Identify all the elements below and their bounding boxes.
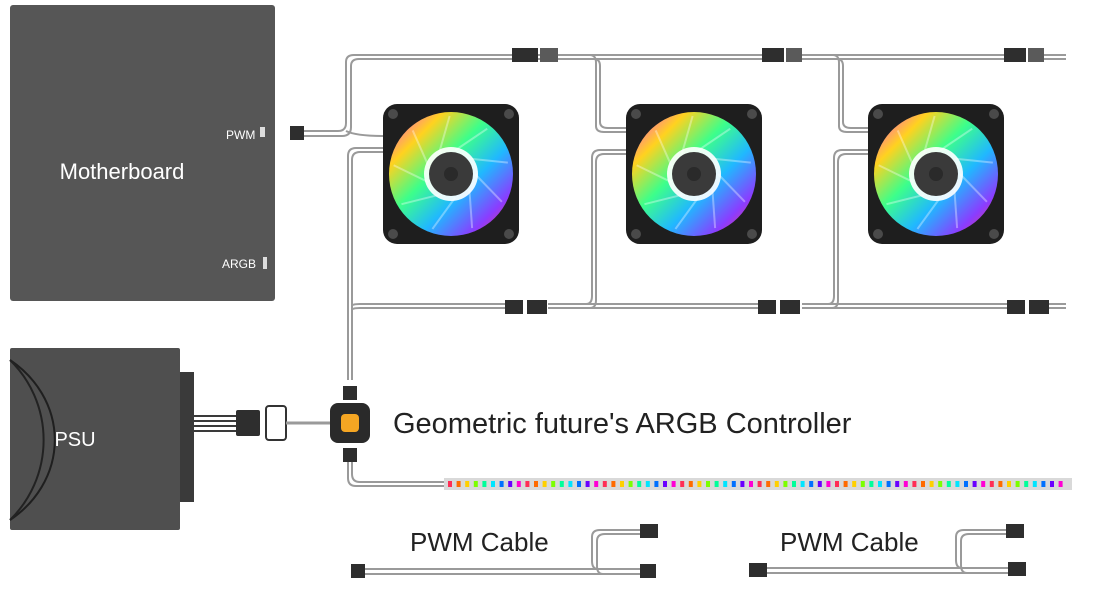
fan-2: [626, 104, 762, 244]
led-dot: [559, 481, 564, 487]
led-dot: [602, 481, 607, 487]
led-dot: [878, 481, 882, 487]
led-dot: [568, 481, 573, 487]
led-dot: [473, 481, 478, 487]
led-dot: [1050, 481, 1054, 487]
led-dot: [895, 481, 900, 487]
led-dot: [663, 481, 667, 487]
led-dot: [714, 481, 719, 487]
led-dot: [783, 481, 788, 487]
led-dot: [525, 481, 530, 487]
led-dot: [448, 481, 452, 487]
led-dot: [499, 481, 504, 487]
led-dot: [989, 481, 994, 487]
led-dot: [628, 481, 633, 487]
led-dot: [938, 481, 943, 487]
pwm-header: [260, 127, 265, 137]
led-dot: [766, 481, 771, 487]
led-dot: [1007, 481, 1011, 487]
pwm-cable-accessory-2: PWM Cable: [749, 524, 1026, 577]
led-dot: [817, 481, 822, 487]
led-dot: [800, 481, 805, 487]
led-dot: [826, 481, 831, 487]
led-dot: [594, 481, 599, 487]
led-dot: [542, 481, 547, 487]
motherboard-title: Motherboard: [60, 159, 185, 184]
led-dot: [860, 481, 865, 487]
led-dot: [482, 481, 487, 487]
psu-title: PSU: [54, 429, 95, 451]
fan-3: [868, 104, 1004, 244]
led-dot: [912, 481, 917, 487]
controller-caption: Geometric future's ARGB Controller: [393, 408, 852, 440]
motherboard: Motherboard PWM ARGB: [10, 5, 275, 301]
power-socket: [265, 405, 287, 441]
argb-port-label: ARGB: [222, 257, 256, 271]
argb-header: [263, 257, 267, 269]
led-dot: [809, 481, 814, 487]
led-dot: [998, 481, 1003, 487]
led-dot: [869, 481, 874, 487]
led-dot: [929, 481, 934, 487]
led-dot: [835, 481, 839, 487]
led-dot: [749, 481, 753, 487]
led-dot: [637, 481, 642, 487]
led-dot: [1024, 481, 1029, 487]
led-dot: [671, 481, 676, 487]
led-dot: [706, 481, 710, 487]
led-dot: [972, 481, 977, 487]
psu-power-cable: [194, 415, 236, 432]
led-dot: [1015, 481, 1020, 487]
led-dot: [577, 481, 581, 487]
led-dot: [757, 481, 762, 487]
led-dot: [1032, 481, 1037, 487]
led-dot: [981, 481, 986, 487]
cable-network: [303, 54, 1066, 487]
led-dot: [680, 481, 685, 487]
pwm-cable-label-2: PWM Cable: [780, 527, 919, 557]
argb-controller: [330, 403, 370, 443]
led-dot: [955, 481, 960, 487]
led-dot: [1058, 481, 1063, 487]
led-dot: [731, 481, 736, 487]
led-dot: [921, 481, 925, 487]
led-dot: [740, 481, 745, 487]
led-dot: [645, 481, 650, 487]
led-dot: [551, 481, 556, 487]
led-strip: [444, 478, 1072, 490]
led-dot: [792, 481, 796, 487]
led-dot: [852, 481, 857, 487]
power-plug: [236, 410, 260, 436]
led-dot: [534, 481, 538, 487]
pwm-cable-label-1: PWM Cable: [410, 527, 549, 557]
fan-1: [383, 104, 519, 244]
led-dot: [620, 481, 624, 487]
led-dot: [611, 481, 616, 487]
led-dot: [688, 481, 693, 487]
led-dot: [774, 481, 779, 487]
led-dot: [886, 481, 891, 487]
pwm-port-label: PWM: [226, 128, 255, 142]
led-dot: [508, 481, 513, 487]
psu: PSU: [9, 348, 194, 530]
controller-led: [341, 414, 359, 432]
led-dot: [1041, 481, 1046, 487]
led-dot: [723, 481, 728, 487]
connectors: [290, 48, 1049, 462]
led-dot: [903, 481, 908, 487]
led-dot: [456, 481, 461, 487]
led-dot: [697, 481, 702, 487]
pwm-cable-accessory-1: PWM Cable: [351, 524, 658, 578]
led-dot: [465, 481, 470, 487]
led-dot: [516, 481, 521, 487]
led-dot: [585, 481, 590, 487]
led-dot: [964, 481, 968, 487]
led-dot: [843, 481, 848, 487]
fan-group: [383, 104, 1004, 244]
led-dot: [654, 481, 659, 487]
led-dot: [491, 481, 495, 487]
led-dot: [946, 481, 951, 487]
